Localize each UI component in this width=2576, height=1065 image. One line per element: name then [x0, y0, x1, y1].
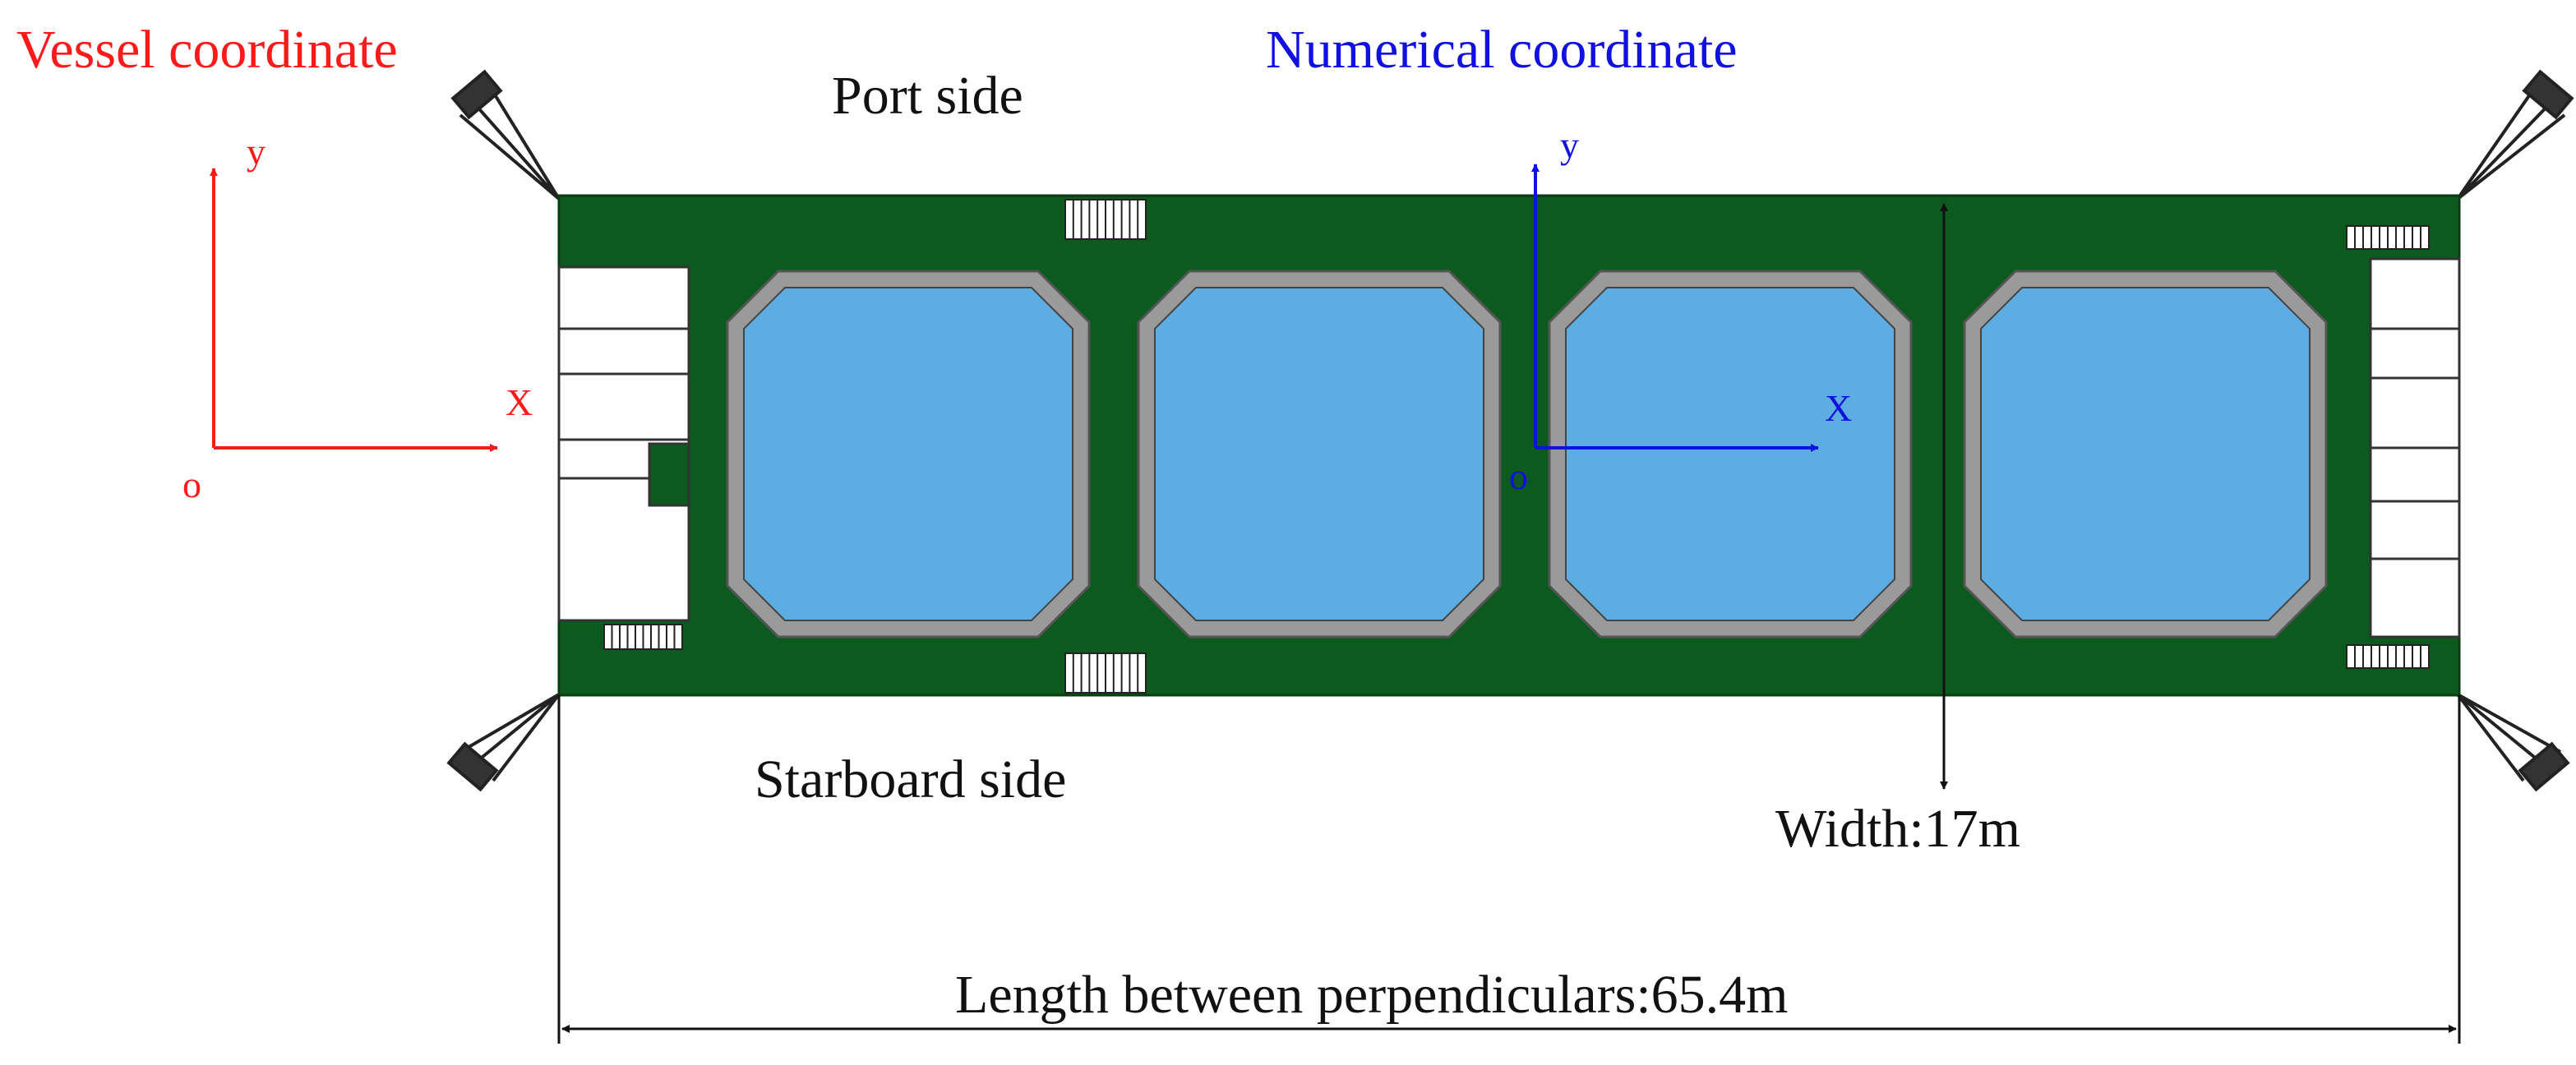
vessel-coordinate-axes: y X o	[182, 131, 533, 505]
tank-water	[743, 287, 1073, 621]
vessel-coordinate-title: Vessel coordinate	[16, 20, 398, 80]
tank-water	[1565, 287, 1895, 621]
numerical-axis-x-label: X	[1825, 387, 1852, 429]
fish-tanks	[726, 270, 2328, 639]
mooring-line-icon	[450, 69, 561, 201]
numerical-axis-origin-label: o	[1509, 455, 1528, 497]
vessel-axis-origin-label: o	[182, 463, 201, 505]
bow-deckhouse	[557, 265, 690, 622]
numerical-coordinate-axes: y X o	[1509, 124, 1852, 497]
tank-water	[1154, 287, 1484, 621]
vessel-axis-y-label: y	[247, 131, 265, 173]
numerical-coordinate-title: Numerical coordinate	[1266, 20, 1738, 80]
mooring-line-icon	[2456, 69, 2574, 201]
mooring-line-icon	[446, 693, 561, 792]
vessel-axis-x-label: X	[506, 381, 533, 423]
length-dimension	[557, 695, 2461, 1044]
tank-water	[1980, 287, 2311, 621]
mooring-line-icon	[2456, 693, 2570, 792]
starboard-side-label: Starboard side	[755, 749, 1066, 809]
stern-deckhouse	[2369, 257, 2461, 639]
port-side-label: Port side	[832, 66, 1023, 126]
length-label: Length between perpendiculars:65.4m	[955, 965, 1789, 1025]
numerical-axis-y-label: y	[1560, 124, 1579, 166]
width-label: Width:17m	[1775, 799, 2020, 859]
